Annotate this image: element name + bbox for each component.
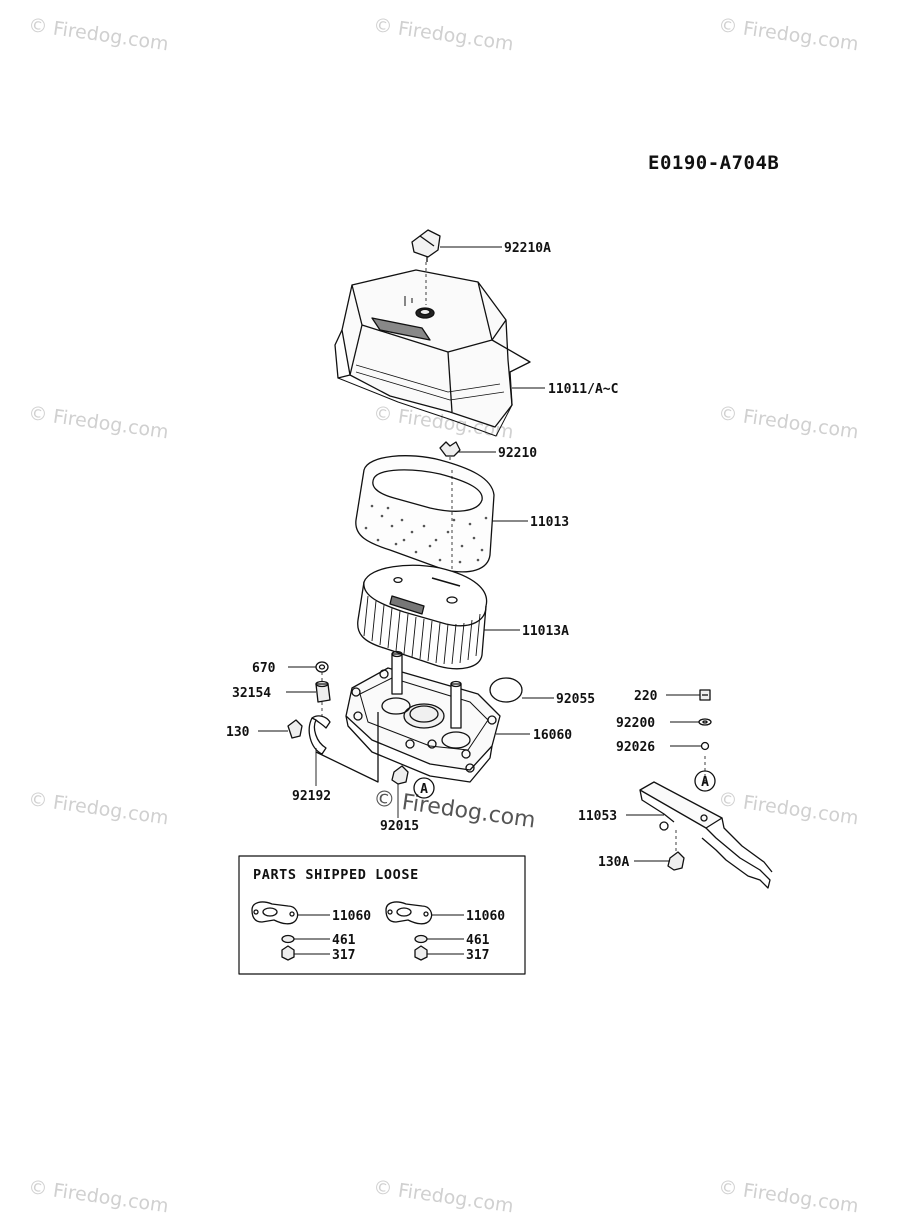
loose-left-gasket-label: 11060 (332, 909, 371, 924)
callout-130: 130 (226, 725, 250, 740)
callout-92210A: 92210A (504, 241, 551, 256)
loose-left-washer-label: 461 (332, 933, 356, 948)
loose-box-title: PARTS SHIPPED LOOSE (253, 867, 419, 883)
right-hardware (698, 689, 712, 751)
leader-lines (258, 246, 701, 862)
breather-fittings-left (287, 661, 379, 783)
callout-11013A: 11013A (522, 624, 569, 639)
diagram-code: E0190-A704B (648, 152, 780, 174)
callout-92055: 92055 (556, 692, 595, 707)
parts-shipped-loose-box: PARTS SHIPPED LOOSE 11060 461 317 11060 … (238, 855, 526, 975)
ref-circle-a (413, 777, 435, 799)
wing-knob-92210A (411, 229, 441, 262)
callout-220: 220 (634, 689, 658, 704)
base-plate-16060 (345, 650, 501, 783)
callout-670: 670 (252, 661, 276, 676)
loose-left-nut-label: 317 (332, 948, 355, 963)
loose-right-nut-label: 317 (466, 948, 489, 963)
callout-32154: 32154 (232, 686, 271, 701)
bracket-11053 (639, 756, 773, 889)
callout-92015: 92015 (380, 819, 419, 834)
ref-label-a: A (420, 782, 428, 797)
wing-nut-92210 (439, 441, 461, 470)
callout-92026: 92026 (616, 740, 655, 755)
nut-92015 (391, 765, 409, 785)
ref-label-a: A (701, 775, 709, 790)
callout-92200: 92200 (616, 716, 655, 731)
callout-16060: 16060 (533, 728, 572, 743)
o-ring-92055 (489, 677, 523, 703)
nut-130A (667, 851, 685, 871)
callout-11011: 11011/A~C (548, 382, 618, 397)
foam-precleaner-11013 (355, 455, 495, 588)
callout-92210: 92210 (498, 446, 537, 461)
callout-11013: 11013 (530, 515, 569, 530)
loose-right-washer-label: 461 (466, 933, 490, 948)
callout-130A: 130A (598, 855, 629, 870)
callout-92192: 92192 (292, 789, 331, 804)
callout-11053: 11053 (578, 809, 617, 824)
air-cleaner-cover-11011 (334, 262, 531, 437)
paper-element-11013A (357, 564, 488, 670)
ref-circle-a (694, 770, 716, 792)
loose-right-gasket-label: 11060 (466, 909, 505, 924)
